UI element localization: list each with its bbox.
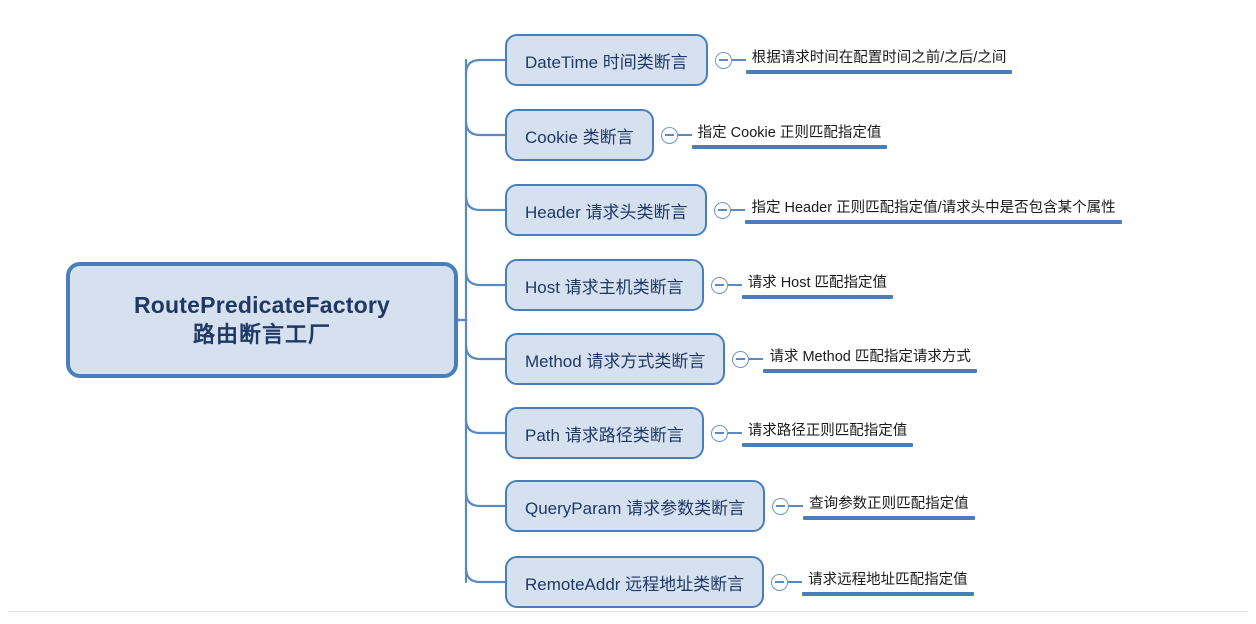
leaf-label: 请求 Method 匹配指定请求方式 (769, 349, 971, 365)
collapse-minus-circle-icon[interactable] (772, 497, 790, 515)
leaf-node-queryparam[interactable]: 查询参数正则匹配指定值 (789, 492, 975, 520)
branch-node-path[interactable]: Path 请求路径类断言 (505, 407, 704, 459)
leaf-stub (731, 209, 746, 211)
leaf-node-host[interactable]: 请求 Host 匹配指定值 (727, 271, 894, 299)
branch-node-cookie[interactable]: Cookie 类断言 (505, 109, 654, 161)
leaf-stub (727, 432, 742, 434)
leaf-node-cookie[interactable]: 指定 Cookie 正则匹配指定值 (677, 121, 888, 149)
leaf-label: 指定 Cookie 正则匹配指定值 (697, 125, 882, 141)
collapse-minus-circle-icon[interactable] (660, 126, 678, 144)
leaf-underline (745, 220, 1122, 224)
branch-node-header[interactable]: Header 请求头类断言 (505, 184, 708, 236)
leaf-label: 查询参数正则匹配指定值 (809, 496, 969, 512)
leaf-underline (691, 145, 888, 149)
branch-row: Path 请求路径类断言 请求路径正则匹配指定值 (505, 407, 914, 459)
leaf-label: 请求 Host 匹配指定值 (747, 275, 888, 291)
leaf-stub (788, 581, 803, 583)
branch-label: Cookie 类断言 (525, 127, 634, 147)
leaf-label: 请求路径正则匹配指定值 (747, 423, 908, 439)
leaf-stub (727, 284, 742, 286)
leaf-node-datetime[interactable]: 根据请求时间在配置时间之前/之后/之间 (731, 46, 1013, 74)
leaf-node-method[interactable]: 请求 Method 匹配指定请求方式 (749, 345, 977, 373)
branch-row: RemoteAddr 远程地址类断言 请求远程地址匹配指定值 (505, 556, 974, 608)
leaf-stub (731, 59, 746, 61)
branch-row: Cookie 类断言 指定 Cookie 正则匹配指定值 (505, 109, 888, 161)
collapse-minus-circle-icon[interactable] (714, 51, 732, 69)
root-node[interactable]: RoutePredicateFactory 路由断言工厂 (66, 262, 458, 378)
branch-label: Path 请求路径类断言 (525, 425, 684, 445)
leaf-label: 根据请求时间在配置时间之前/之后/之间 (751, 50, 1007, 66)
root-title-secondary: 路由断言工厂 (192, 321, 331, 347)
branch-node-remoteaddr[interactable]: RemoteAddr 远程地址类断言 (505, 556, 765, 608)
leaf-label: 指定 Header 正则匹配指定值/请求头中是否包含某个属性 (751, 200, 1116, 216)
branch-node-method[interactable]: Method 请求方式类断言 (505, 333, 726, 385)
leaf-node-path[interactable]: 请求路径正则匹配指定值 (727, 419, 914, 447)
branch-node-queryparam[interactable]: QueryParam 请求参数类断言 (505, 480, 766, 532)
branch-label: Host 请求主机类断言 (525, 277, 684, 297)
leaf-node-header[interactable]: 指定 Header 正则匹配指定值/请求头中是否包含某个属性 (731, 196, 1122, 224)
collapse-minus-circle-icon[interactable] (710, 276, 728, 294)
leaf-node-remoteaddr[interactable]: 请求远程地址匹配指定值 (788, 568, 974, 596)
leaf-stub (677, 134, 692, 136)
branch-row: DateTime 时间类断言 根据请求时间在配置时间之前/之后/之间 (505, 34, 1013, 86)
branch-label: RemoteAddr 远程地址类断言 (525, 574, 745, 594)
branch-row: Header 请求头类断言 指定 Header 正则匹配指定值/请求头中是否包含… (505, 184, 1122, 236)
leaf-label: 请求远程地址匹配指定值 (808, 572, 968, 588)
branch-row: Method 请求方式类断言 请求 Method 匹配指定请求方式 (505, 333, 977, 385)
root-title-primary: RoutePredicateFactory (134, 292, 390, 319)
leaf-underline (741, 295, 894, 299)
leaf-underline (745, 70, 1013, 74)
leaf-underline (802, 592, 974, 596)
branch-label: Header 请求头类断言 (525, 202, 688, 222)
branch-row: Host 请求主机类断言 请求 Host 匹配指定值 (505, 259, 894, 311)
branch-node-host[interactable]: Host 请求主机类断言 (505, 259, 704, 311)
leaf-underline (803, 516, 975, 520)
collapse-minus-circle-icon[interactable] (714, 201, 732, 219)
collapse-minus-circle-icon[interactable] (710, 424, 728, 442)
branch-node-datetime[interactable]: DateTime 时间类断言 (505, 34, 708, 86)
leaf-underline (741, 443, 914, 447)
collapse-minus-circle-icon[interactable] (732, 350, 750, 368)
leaf-underline (763, 369, 977, 373)
leaf-stub (749, 358, 764, 360)
branch-label: QueryParam 请求参数类断言 (525, 498, 746, 518)
collapse-minus-circle-icon[interactable] (771, 573, 789, 591)
branch-label: DateTime 时间类断言 (525, 52, 688, 72)
leaf-stub (789, 505, 804, 507)
branch-row: QueryParam 请求参数类断言 查询参数正则匹配指定值 (505, 480, 975, 532)
page-bottom-divider (8, 611, 1248, 612)
branch-label: Method 请求方式类断言 (525, 351, 706, 371)
